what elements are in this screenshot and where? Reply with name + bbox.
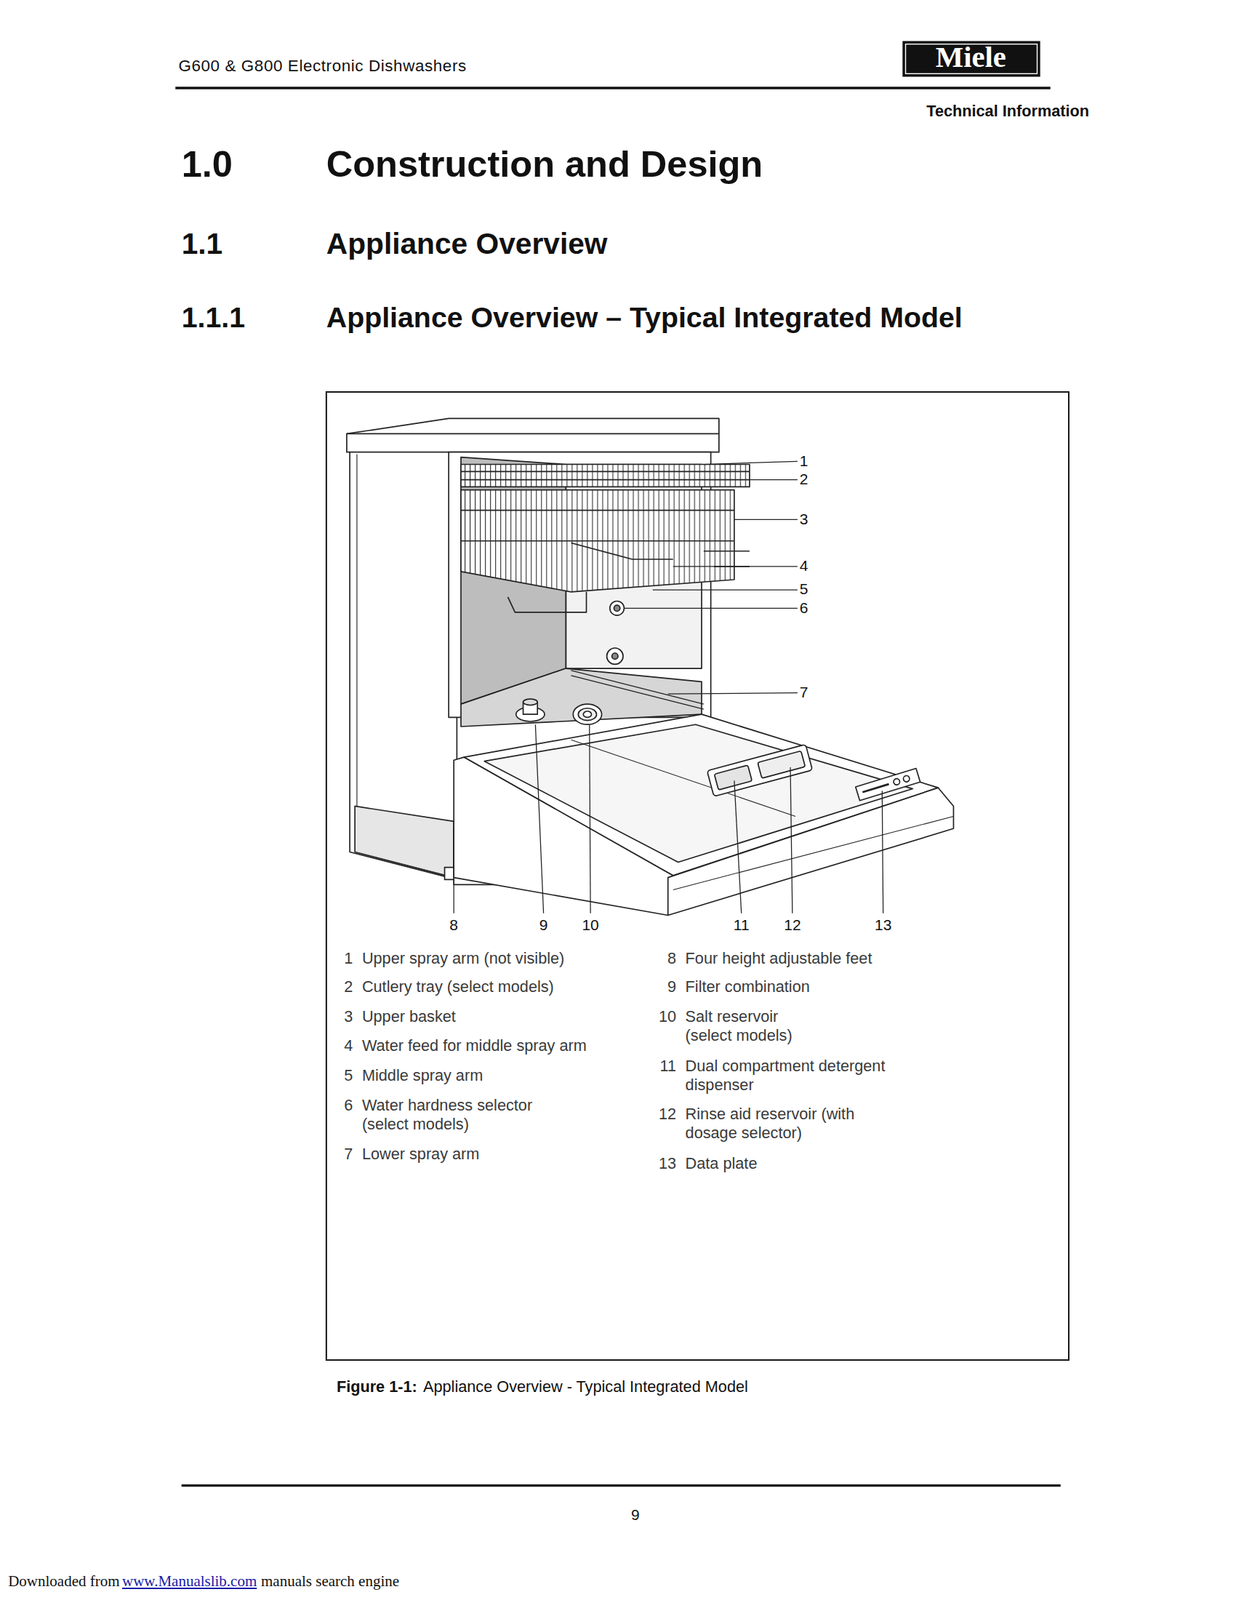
section-heading: Appliance Overview – Typical Integrated … <box>326 300 963 335</box>
key-text: Upper basket <box>362 1006 456 1026</box>
key-number: 3 <box>343 1006 353 1026</box>
callout-number: 1 <box>799 451 809 470</box>
key-number: 9 <box>667 977 677 997</box>
key-number: 4 <box>343 1036 353 1055</box>
leader-lines <box>453 460 884 913</box>
callout-number: 2 <box>799 469 809 488</box>
key-number: 1 <box>343 948 353 968</box>
figure-label: Figure 1-1: <box>336 1377 418 1396</box>
figure-caption: Appliance Overview - Typical Integrated … <box>423 1377 749 1396</box>
key-number: 12 <box>658 1104 677 1124</box>
footer-link: www.Manualslib.com <box>122 1571 257 1591</box>
key-number: 5 <box>343 1065 353 1085</box>
key-number: 2 <box>343 977 353 997</box>
key-text: Middle spray arm <box>362 1065 483 1085</box>
section-number: 1.0 <box>181 142 233 187</box>
footer-text: manuals search engine <box>261 1571 400 1591</box>
callout-number: 3 <box>799 509 809 528</box>
callout-number: 9 <box>539 915 549 934</box>
key-text: Lower spray arm <box>362 1144 480 1164</box>
key-number: 6 <box>343 1095 353 1115</box>
key-number: 13 <box>658 1153 677 1173</box>
key-text: Salt reservoir (select models) <box>685 1006 818 1045</box>
chapter-heading: Construction and Design <box>326 142 763 187</box>
callout-number: 8 <box>449 915 459 934</box>
key-number: 11 <box>659 1056 677 1076</box>
key-text: Data plate <box>685 1153 758 1173</box>
key-text: Dual compartment detergent dispenser <box>685 1056 906 1095</box>
key-text: Four height adjustable feet <box>685 948 873 968</box>
header-text: G600 & G800 Electronic Dishwashers <box>178 56 467 77</box>
callout-number: 7 <box>799 682 809 701</box>
dishwasher-drawing <box>346 418 954 915</box>
key-text: Filter combination <box>685 977 810 997</box>
key-text: Cutlery tray (select models) <box>362 977 555 997</box>
footer-rule <box>181 1483 1061 1487</box>
section-label: Technical Information <box>926 101 1090 121</box>
callout-number: 12 <box>783 915 801 934</box>
callout-number: 4 <box>799 556 809 575</box>
page-number: 9 <box>631 1505 640 1524</box>
section-number: 1.1.1 <box>181 300 246 335</box>
key-number: 10 <box>658 1006 677 1026</box>
key-text: Rinse aid reservoir (with dosage selecto… <box>685 1104 870 1143</box>
callout-number: 11 <box>733 915 750 934</box>
key-text: Water feed for middle spray arm <box>362 1036 587 1055</box>
header-rule <box>175 86 1050 90</box>
callout-number: 13 <box>874 915 892 934</box>
footer-text: Downloaded from <box>7 1571 120 1591</box>
section-number: 1.1 <box>181 226 224 262</box>
key-number: 7 <box>343 1144 353 1164</box>
key-number: 8 <box>667 948 677 968</box>
brand-logo: Miele <box>935 39 1007 76</box>
callout-number: 6 <box>799 598 809 617</box>
section-heading: Appliance Overview <box>326 226 608 262</box>
figure-frame <box>326 391 1069 1360</box>
callout-number: 10 <box>581 915 599 934</box>
callout-number: 5 <box>799 579 809 598</box>
key-text: Water hardness selector (select models) <box>362 1095 557 1134</box>
key-text: Upper spray arm (not visible) <box>362 948 565 968</box>
